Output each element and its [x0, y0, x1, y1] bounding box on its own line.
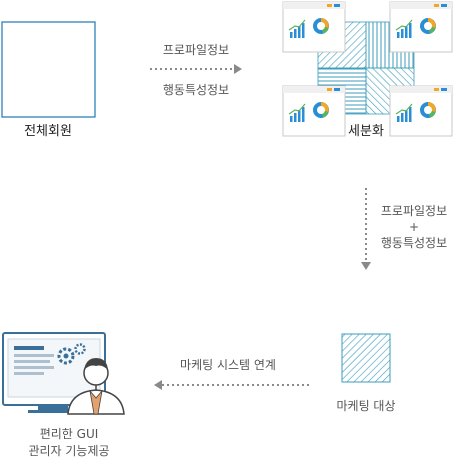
dashboard-card-icon — [282, 85, 346, 137]
admin-person-computer-icon — [2, 332, 125, 415]
plus-label: + — [408, 220, 420, 234]
admin-feature-label: 관리자 기능제공 — [28, 444, 110, 458]
all-members-label: 전체회원 — [24, 124, 72, 139]
profile-info-label-2: 프로파일정보 — [380, 204, 448, 218]
behavior-info-label-2: 행동특성정보 — [380, 236, 448, 250]
dashboard-card-icon — [389, 1, 453, 53]
dashboard-card-icon — [282, 1, 346, 53]
profile-info-label: 프로파일정보 — [162, 43, 230, 57]
arrow-to-marketing-target — [361, 188, 371, 270]
behavior-info-label: 행동특성정보 — [162, 83, 230, 97]
all-members-box — [1, 21, 96, 118]
arrow-to-segmentation — [150, 64, 242, 74]
segmentation-label: 세분화 — [348, 124, 384, 139]
arrow-to-admin — [154, 380, 310, 390]
marketing-target-label: 마케팅 대상 — [336, 399, 396, 413]
marketing-link-label: 마케팅 시스템 연계 — [180, 358, 276, 372]
admin-gui-label: 편리한 GUI — [39, 427, 99, 441]
marketing-target-box — [341, 333, 391, 383]
dashboard-card-icon — [389, 85, 453, 137]
